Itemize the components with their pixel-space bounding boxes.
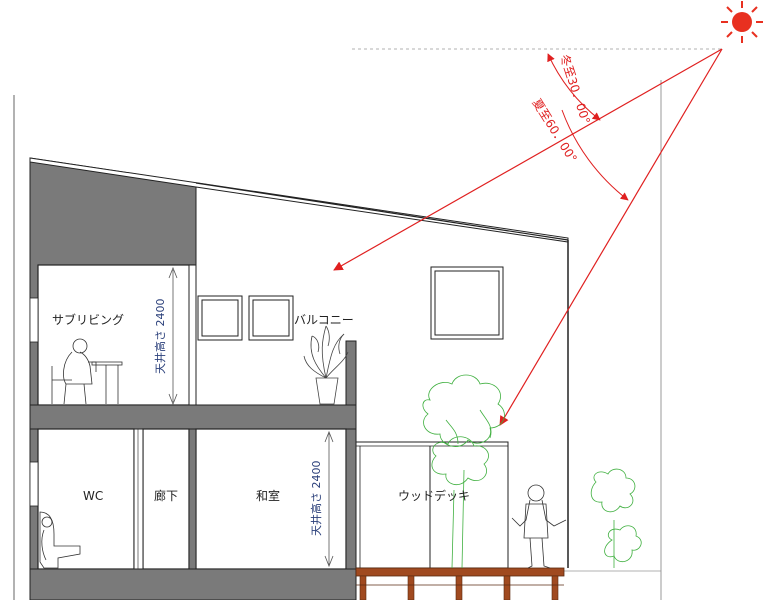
room-label-sub-living: サブリビング xyxy=(52,312,124,327)
upper-room xyxy=(37,264,195,406)
dimension-upper xyxy=(168,266,178,406)
tree-icon xyxy=(422,374,505,569)
deck xyxy=(355,567,565,577)
floor-slab xyxy=(29,404,357,430)
ceiling-height-lower: 天井高さ 2400 xyxy=(309,461,323,537)
sun-icon xyxy=(721,1,763,43)
plant-icon xyxy=(303,325,349,405)
winter-angle-arc xyxy=(547,53,601,121)
winter-sun-ray xyxy=(333,48,723,271)
ceiling-height-upper: 天井高さ 2400 xyxy=(153,299,167,375)
foundation xyxy=(29,568,357,600)
roof xyxy=(29,157,569,243)
room-label-corridor: 廊下 xyxy=(154,488,178,503)
room-label-wc: WC xyxy=(83,489,103,503)
toilet-icon xyxy=(39,511,81,569)
room-label-washitsu: 和室 xyxy=(256,488,280,503)
room-label-wood-deck: ウッドデッキ xyxy=(398,488,470,503)
house xyxy=(29,157,569,600)
summer-angle-arc xyxy=(561,109,629,201)
dimension-lower xyxy=(324,430,334,568)
person-icon xyxy=(51,338,123,405)
summer-sun-ray xyxy=(499,48,723,426)
deck-glass xyxy=(355,441,509,569)
room-label-balcony: バルコニー xyxy=(294,313,354,327)
lower-washitsu xyxy=(195,428,347,570)
person-icon xyxy=(511,484,567,569)
lower-corridor xyxy=(142,428,190,570)
balcony-parapet xyxy=(345,340,357,406)
tree-icon xyxy=(590,468,642,568)
winter-angle-label: 冬至30．00° xyxy=(557,52,594,126)
